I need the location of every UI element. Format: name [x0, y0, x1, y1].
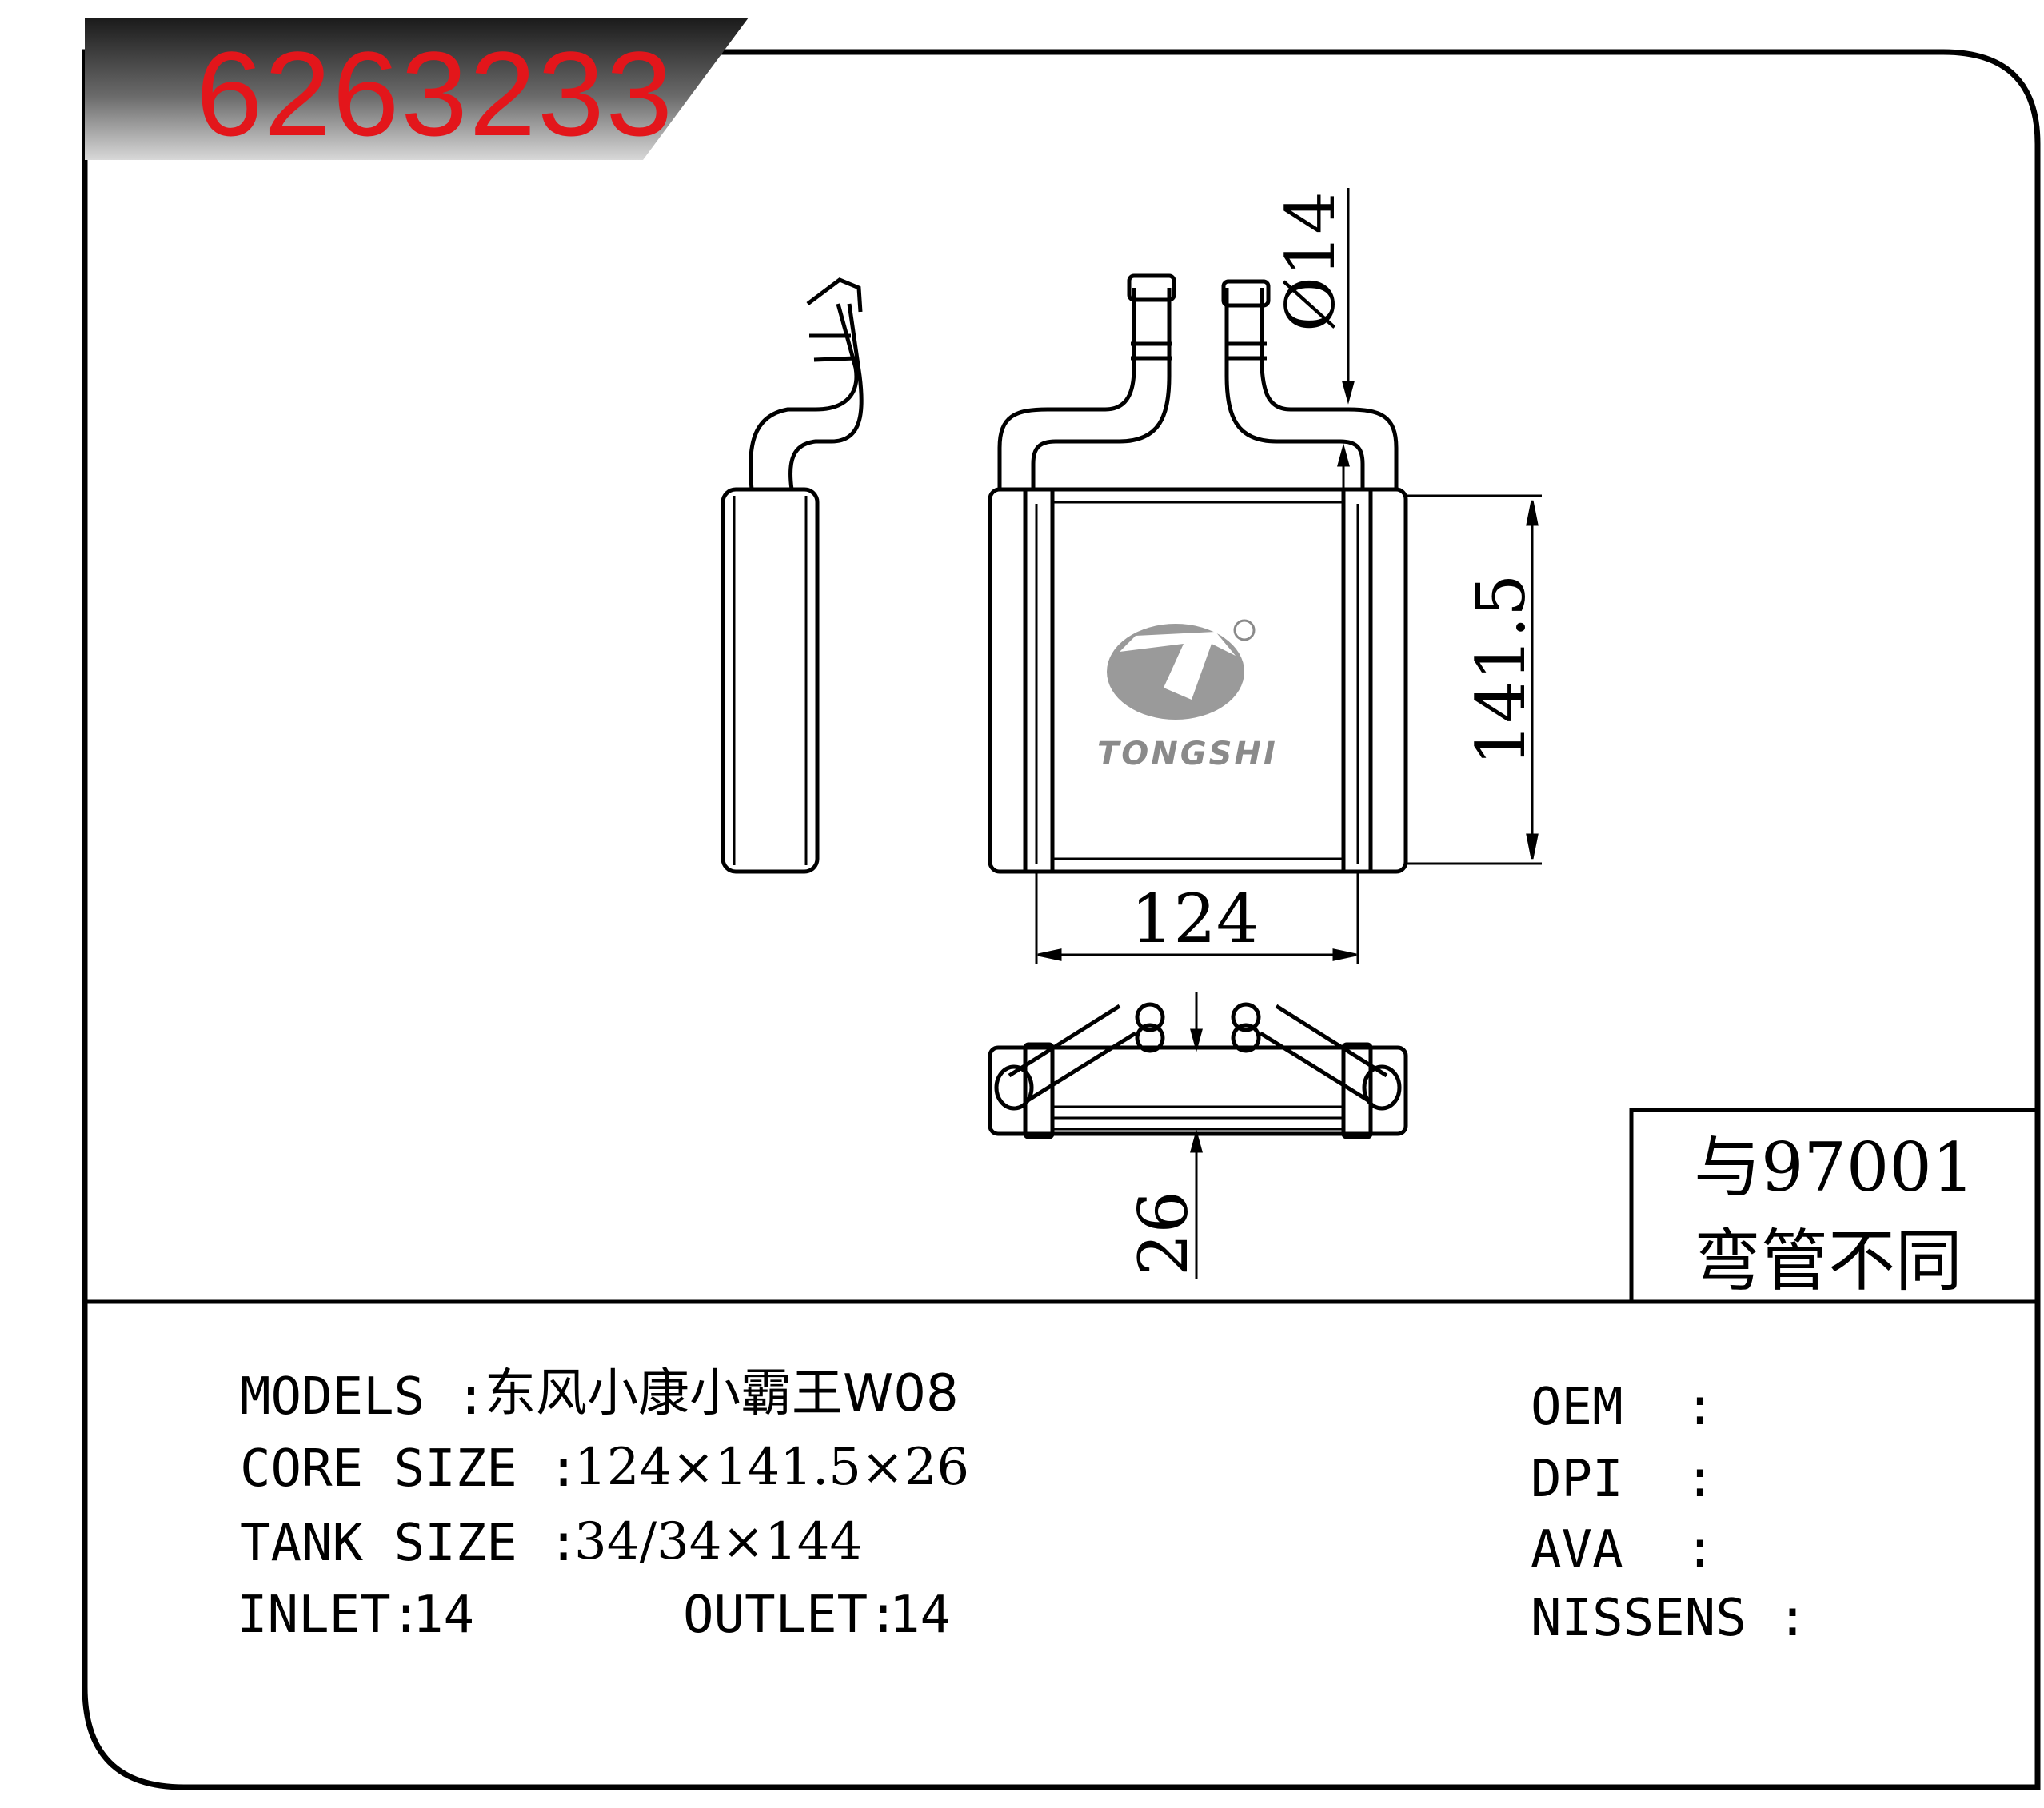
models-label: MODELS :: [240, 1367, 487, 1427]
header-band: [85, 18, 749, 160]
models-value: 东风小康小霸王W08: [485, 1364, 959, 1423]
dim-height: 141.5: [1462, 574, 1540, 766]
inlet-value: 14: [413, 1586, 475, 1645]
tank-size-value: 34/34×144: [574, 1512, 863, 1571]
note-line-2: 弯管不同: [1694, 1222, 1963, 1300]
tank-size-label: TANK SIZE :: [240, 1514, 579, 1573]
note-box: [1629, 1108, 2038, 1302]
oem-label: OEM :: [1531, 1378, 1716, 1437]
tongshi-logo-icon: [1107, 619, 1256, 720]
note-line-1: 与97001: [1694, 1128, 1975, 1207]
dim-depth: 26: [1124, 1191, 1203, 1276]
dim-diameter: Ø14: [1272, 191, 1350, 332]
dimension-lines: [1035, 188, 1542, 1279]
outlet-value: 14: [889, 1586, 952, 1645]
side-view: [721, 277, 864, 874]
part-number: 6263233: [196, 26, 674, 161]
front-view: [988, 273, 1408, 874]
ava-label: AVA :: [1531, 1520, 1716, 1579]
core-size-label: CORE SIZE :: [240, 1439, 579, 1499]
brand-wordmark: TONGSHI: [1097, 736, 1278, 772]
outer-frame: [82, 49, 2041, 1790]
core-size-value: 124×141.5×26: [574, 1438, 970, 1497]
dim-width: 124: [1131, 880, 1259, 958]
nissens-label: NISSENS :: [1531, 1589, 1808, 1648]
outlet-label: OUTLET:: [683, 1586, 899, 1645]
top-view: [988, 1002, 1408, 1139]
dpi-label: DPI :: [1531, 1450, 1716, 1509]
inlet-label: INLET:: [237, 1586, 422, 1645]
